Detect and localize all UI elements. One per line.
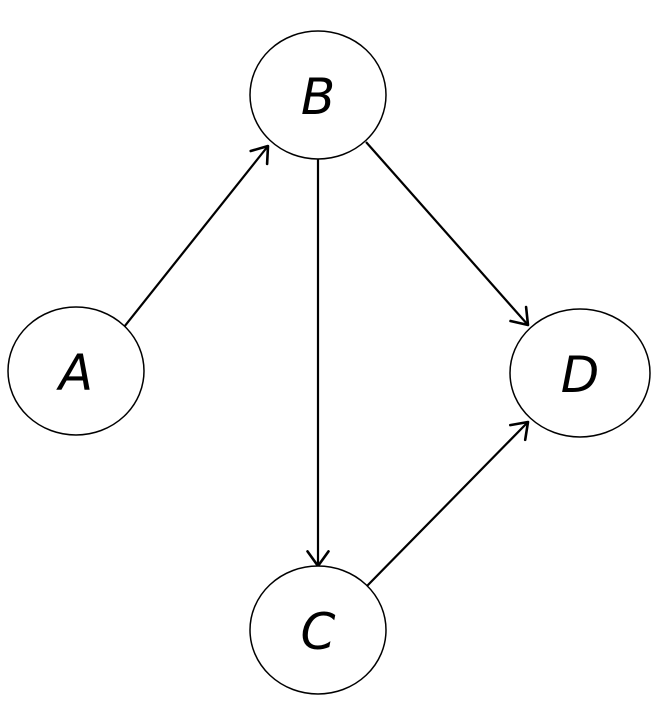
node-label: B [301,68,335,126]
arrowhead-icon [509,420,530,442]
node-a: A [7,306,145,436]
node-label: D [561,346,600,404]
edge-b-to-c [306,159,330,568]
node-c: C [249,565,387,695]
node-circle [7,306,145,436]
edges-layer [123,141,530,587]
node-circle [249,565,387,695]
edge-line [123,145,269,328]
edge-line [365,141,529,326]
edge-b-to-d [365,141,530,327]
node-circle [249,30,387,160]
edge-line [366,421,529,587]
node-circle [509,308,651,438]
node-label: C [301,603,336,661]
nodes-layer: A B C D [7,30,651,695]
node-b: B [249,30,387,160]
node-label: A [56,344,93,402]
edge-a-to-b [123,144,270,328]
edge-c-to-d [366,420,530,587]
node-d: D [509,308,651,438]
arrowhead-icon [249,144,270,166]
arrowhead-icon [509,305,530,327]
